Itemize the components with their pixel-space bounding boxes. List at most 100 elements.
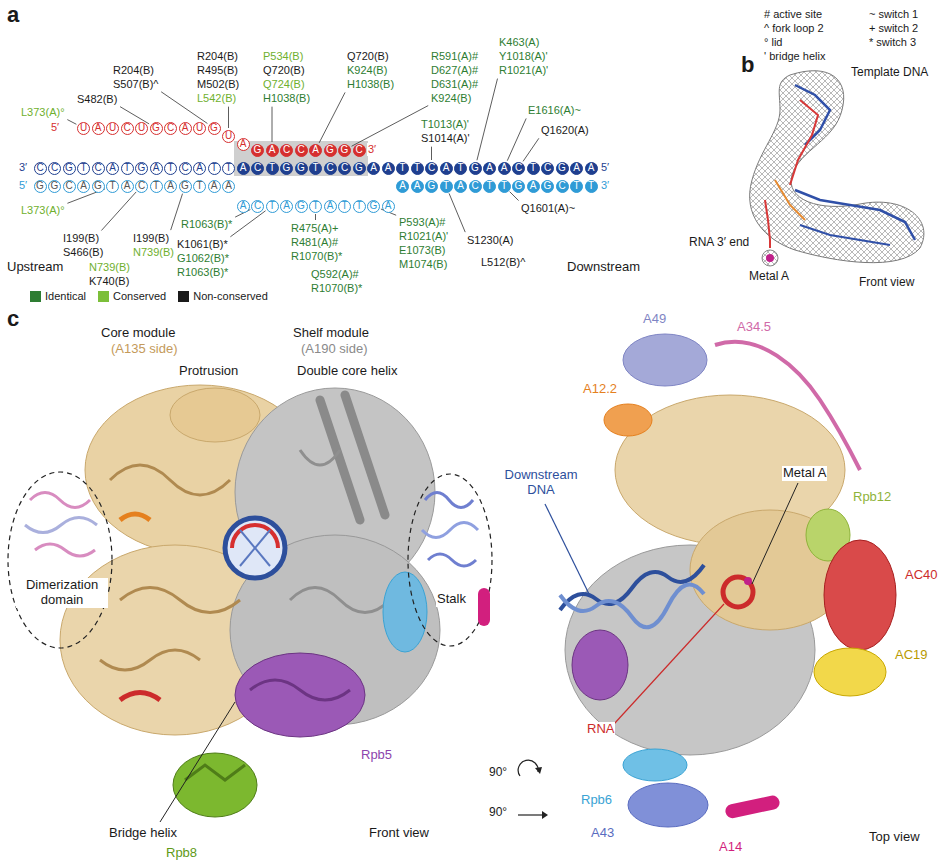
nucleotide-circle: A	[483, 162, 496, 175]
residue-label: P534(B)	[262, 50, 304, 63]
base-letter: G	[283, 163, 291, 173]
residue-label: S482(B)	[76, 93, 118, 106]
nucleotide-circle: A	[121, 180, 134, 193]
residue-label: 5′	[50, 121, 60, 134]
residue-label: M502(B)	[196, 78, 240, 91]
part-label: Rpb6	[580, 793, 613, 808]
residue-label: G1062(B)*	[176, 252, 230, 265]
nucleotide-circle: C	[295, 144, 308, 157]
base-letter: T	[269, 201, 275, 211]
nucleotide-circle: T	[266, 200, 279, 213]
nucleotide-circle: C	[324, 162, 337, 175]
base-letter: G	[51, 181, 59, 191]
nucleotide-circle: A	[498, 162, 511, 175]
illustration-path	[300, 450, 340, 465]
base-letter: A	[240, 139, 247, 149]
illustration-path	[422, 523, 478, 538]
part-label: RNA	[586, 722, 615, 737]
illustration-path	[120, 693, 160, 701]
nucleotide-circle: G	[208, 122, 221, 135]
nucleotide-circle: A	[382, 200, 395, 213]
base-letter: T	[341, 201, 347, 211]
part-label: AC40	[904, 568, 939, 583]
illustration-polyline	[790, 100, 818, 185]
illustration-ellipse	[572, 630, 628, 700]
symbol-key: ' bridge helix	[763, 50, 826, 63]
residue-label: D627(A)#	[430, 64, 479, 77]
base-letter: G	[65, 163, 73, 173]
nucleotide-circle: A	[92, 122, 105, 135]
nucleotide-circle: C	[63, 180, 76, 193]
base-letter: C	[515, 163, 522, 173]
base-letter: C	[254, 163, 261, 173]
base-letter: C	[544, 163, 551, 173]
nucleotide-circle: T	[527, 162, 540, 175]
part-label: Protrusion	[178, 364, 239, 379]
residue-label: D631(A)#	[430, 78, 479, 91]
residue-label: R475(A)+	[290, 222, 339, 235]
symbol-key: ^ fork loop 2	[763, 22, 825, 35]
nucleotide-circle: A	[324, 200, 337, 213]
part-label: A43	[590, 826, 615, 841]
nucleotide-circle: T	[266, 162, 279, 175]
base-letter: U	[196, 123, 203, 133]
part-label: Dimerization domain	[16, 578, 108, 608]
base-letter: A	[240, 163, 247, 173]
nucleotide-circle: G	[512, 180, 525, 193]
leader-line	[523, 138, 539, 161]
base-letter: T	[312, 201, 318, 211]
nucleotide-circle: G	[353, 162, 366, 175]
nucleotide-circle: C	[425, 162, 438, 175]
illustration-g	[240, 530, 270, 566]
illustration-line	[240, 530, 270, 566]
nucleotide-circle: A	[396, 180, 409, 193]
nucleotide-circle: C	[353, 144, 366, 157]
illustration-line	[160, 702, 235, 822]
nucleotide-circle: T	[440, 180, 453, 193]
nucleotide-circle: G	[295, 162, 308, 175]
base-letter: T	[153, 181, 159, 191]
base-letter: G	[36, 181, 44, 191]
nucleotide-circle: C	[541, 162, 554, 175]
legend-swatch	[98, 291, 109, 302]
illustration-polyline	[765, 200, 770, 248]
part-label: Rpb5	[360, 748, 393, 763]
base-letter: A	[399, 181, 406, 191]
panel-letter: a	[6, 2, 20, 27]
base-letter: G	[138, 163, 146, 173]
leader-line	[431, 147, 432, 160]
nucleotide-circle: T	[483, 180, 496, 193]
illustration-rect	[478, 588, 490, 626]
nucleotide-circle: G	[63, 162, 76, 175]
nucleotide-circle: A	[527, 180, 540, 193]
base-letter: T	[269, 163, 275, 173]
base-letter: A	[211, 181, 218, 191]
nucleotide-circle: G	[295, 200, 308, 213]
leader-line	[120, 107, 149, 124]
illustration-circle	[766, 254, 774, 262]
illustration-g	[25, 493, 97, 557]
base-letter: U	[225, 131, 232, 141]
part-label: Stalk	[436, 592, 467, 607]
nucleotide-circle: A	[280, 200, 293, 213]
nucleotide-circle: A	[440, 162, 453, 175]
legend-swatch	[178, 291, 189, 302]
nucleotide-circle: A	[237, 200, 250, 213]
nucleotide-circle: T	[77, 162, 90, 175]
residue-label: R1070(B)*	[290, 250, 343, 263]
symbol-key: ° lid	[763, 36, 783, 49]
nucleotide-circle: A	[570, 162, 583, 175]
legend-item: Non-conserved	[178, 290, 268, 302]
residue-label: S466(B)	[62, 246, 104, 259]
symbol-key: * switch 3	[868, 36, 917, 49]
illustration-path	[25, 518, 97, 533]
leader-line	[101, 192, 136, 231]
residue-label: I199(B)	[132, 232, 170, 245]
base-letter: C	[65, 181, 72, 191]
base-letter: C	[471, 181, 478, 191]
base-letter: A	[240, 201, 247, 211]
nucleotide-circle: C	[512, 162, 525, 175]
illustration-ellipse	[235, 653, 365, 737]
nucleotide-circle: C	[48, 162, 61, 175]
nucleotide-circle: T	[454, 162, 467, 175]
